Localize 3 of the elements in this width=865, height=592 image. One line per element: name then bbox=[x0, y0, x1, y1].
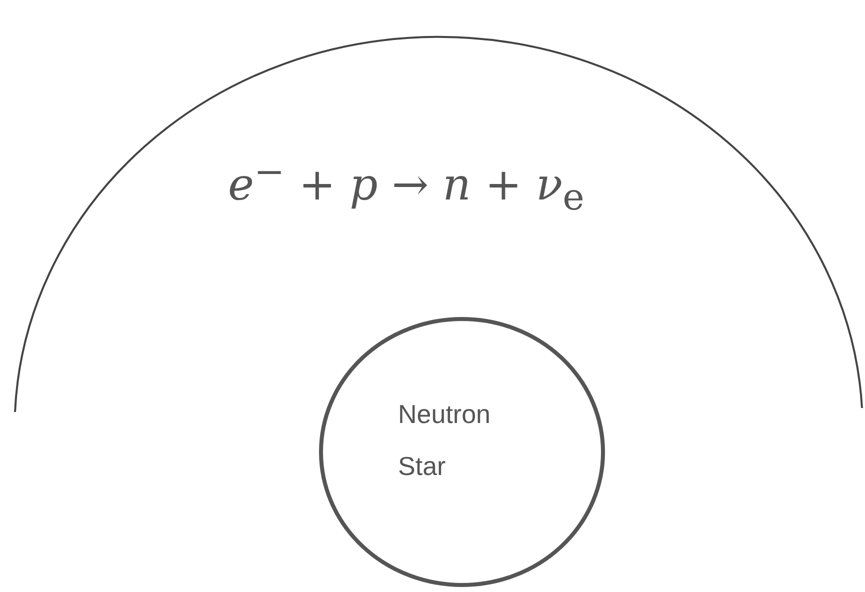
reaction-equation: e$^{−}$ + p → n + ν$_{e}$ bbox=[228, 150, 584, 218]
star-label: Neutron Star bbox=[398, 398, 492, 483]
star-circle bbox=[318, 316, 606, 588]
